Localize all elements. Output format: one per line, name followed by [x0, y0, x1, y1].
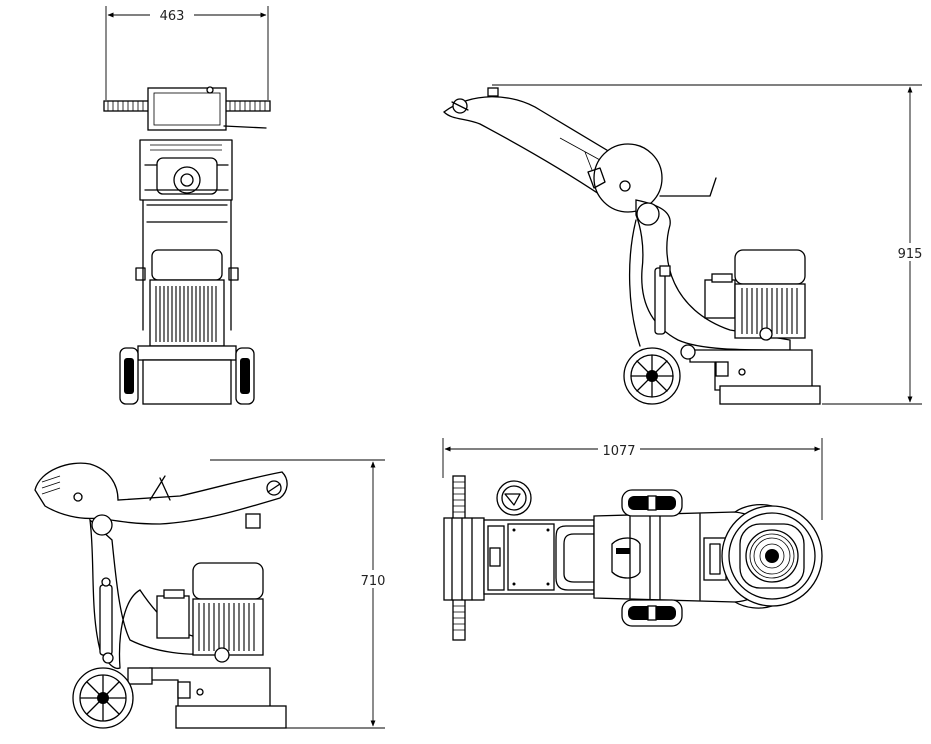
dimension-label-915: 915 [898, 247, 923, 262]
side-view-lowered: 710 [34, 459, 388, 729]
grinding-head [142, 359, 232, 405]
front-view: 463 [103, 6, 271, 405]
motor [149, 249, 225, 347]
dimension-label-463: 463 [160, 9, 185, 24]
handle-arm [443, 96, 631, 197]
top-view: 1077 [442, 438, 823, 641]
dimension-label-710: 710 [361, 574, 386, 589]
pivot-joint [173, 166, 201, 194]
rear-wheel-lowered [72, 667, 134, 729]
pivot-disk [593, 143, 663, 213]
top-handle [443, 475, 485, 641]
top-wheel-lower [621, 599, 683, 627]
dimension-width-463: 463 [105, 6, 269, 100]
grinding-head-lowered [175, 705, 287, 729]
rear-wheel [623, 347, 681, 405]
side-view-upright: 915 [443, 84, 927, 405]
control-box [147, 87, 227, 131]
dimension-length-1077: 1077 [442, 438, 823, 520]
motor-lowered [156, 562, 264, 663]
grinding-head-side [719, 385, 821, 405]
front-wheel-right [235, 347, 255, 405]
motor-side [704, 249, 806, 341]
dimension-height-915: 915 [492, 84, 927, 405]
dimension-height-710: 710 [210, 459, 388, 729]
top-wheel-upper [621, 489, 683, 517]
front-wheel-left [119, 347, 139, 405]
dimension-label-1077: 1077 [602, 444, 635, 459]
